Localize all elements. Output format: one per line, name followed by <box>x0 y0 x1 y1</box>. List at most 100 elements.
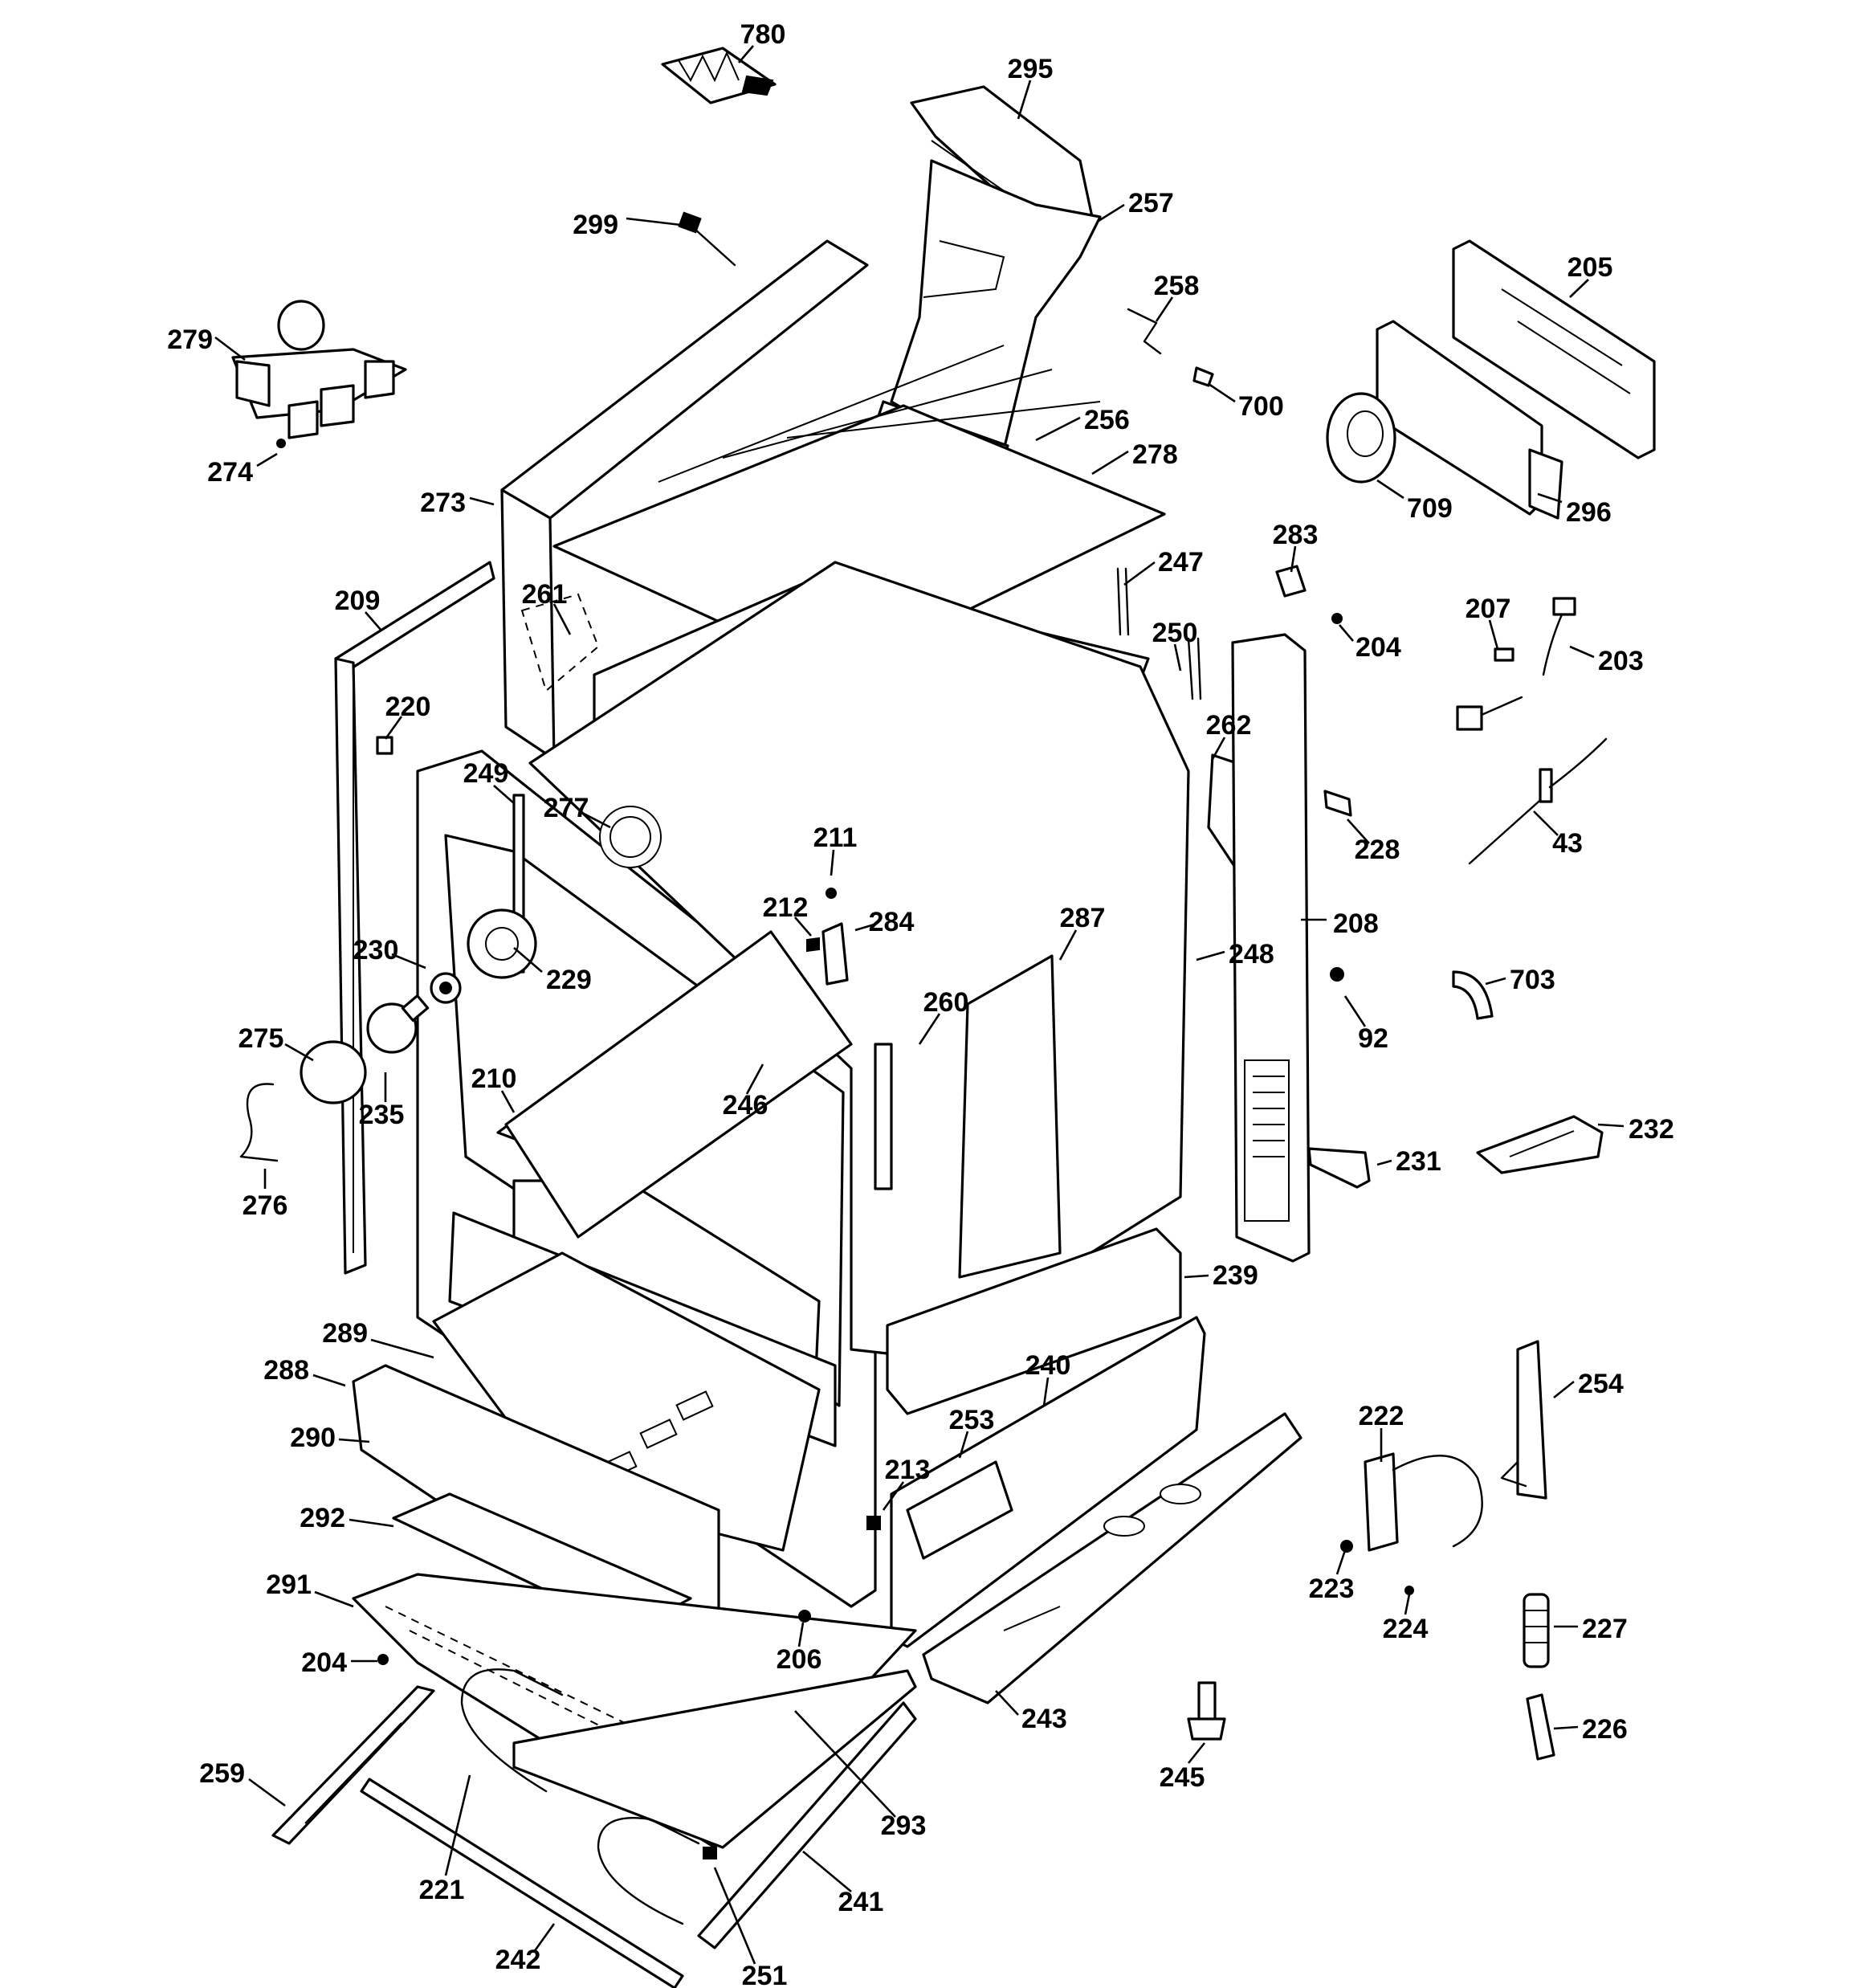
leader-line-221 <box>444 1774 471 1876</box>
part-204-screw-drawer <box>377 1654 389 1665</box>
part-number-label-210: 210 <box>471 1063 517 1094</box>
leader-line-262 <box>1211 737 1226 760</box>
callout-249: 249 <box>463 758 515 804</box>
leader-line-290 <box>338 1438 370 1443</box>
leader-line-299 <box>626 217 682 227</box>
leader-line-273 <box>469 496 495 506</box>
part-number-label-249: 249 <box>463 758 509 789</box>
leader-line-700 <box>1208 382 1236 403</box>
leader-line-780 <box>738 45 754 63</box>
part-plug <box>1456 696 1523 731</box>
part-287-side-panel <box>958 954 1062 1279</box>
part-709-collar <box>1326 392 1396 484</box>
part-number-label-243: 243 <box>1021 1704 1067 1734</box>
callout-287: 287 <box>1058 903 1105 961</box>
leader-line-204 <box>1339 624 1354 642</box>
callout-257: 257 <box>1098 188 1174 222</box>
part-232-burner-bracket <box>1476 1115 1604 1174</box>
callout-230: 230 <box>353 935 426 970</box>
part-number-label-258: 258 <box>1154 271 1200 301</box>
callout-251: 251 <box>713 1867 787 1988</box>
part-number-label-700: 700 <box>1238 391 1284 422</box>
part-number-label-246: 246 <box>723 1090 768 1121</box>
part-260-strip <box>874 1043 893 1190</box>
part-number-label-223: 223 <box>1309 1574 1355 1604</box>
part-number-label-207: 207 <box>1466 594 1511 624</box>
part-92-screw <box>1330 967 1344 982</box>
part-number-label-283: 283 <box>1273 520 1319 550</box>
callout-780: 780 <box>738 19 785 63</box>
part-number-label-228: 228 <box>1355 835 1400 865</box>
callout-208: 208 <box>1301 908 1379 939</box>
callout-43: 43 <box>1533 810 1583 859</box>
part-number-label-239: 239 <box>1213 1260 1258 1291</box>
callout-245: 245 <box>1160 1742 1206 1793</box>
leader-line-43 <box>1533 810 1559 836</box>
part-43-temp-sensor <box>1468 737 1608 865</box>
callout-229: 229 <box>513 947 592 995</box>
callout-290: 290 <box>290 1423 370 1453</box>
part-number-label-248: 248 <box>1229 939 1274 970</box>
part-number-label-261: 261 <box>522 579 568 610</box>
part-number-label-259: 259 <box>199 1758 245 1789</box>
part-number-label-275: 275 <box>238 1023 284 1054</box>
part-number-label-204: 204 <box>1355 632 1401 663</box>
leader-line-253 <box>958 1431 969 1459</box>
callout-295: 295 <box>1008 54 1053 120</box>
part-253-handle <box>906 1460 1013 1560</box>
part-number-label-240: 240 <box>1025 1350 1071 1381</box>
part-247-rod <box>1116 567 1130 636</box>
callout-210: 210 <box>471 1063 517 1113</box>
part-number-label-227: 227 <box>1582 1614 1628 1644</box>
part-number-label-226: 226 <box>1582 1714 1628 1745</box>
part-211-screw <box>826 888 837 899</box>
leader-line-258 <box>1155 296 1174 322</box>
callout-250: 250 <box>1152 618 1198 672</box>
part-number-label-221: 221 <box>419 1875 465 1905</box>
callout-273: 273 <box>420 488 495 518</box>
leader-line-287 <box>1058 929 1078 961</box>
part-227-spring <box>1523 1593 1550 1668</box>
leader-line-231 <box>1376 1159 1392 1166</box>
part-231-bracket <box>1307 1147 1371 1189</box>
part-223-pin <box>1340 1540 1353 1553</box>
leader-line-213 <box>882 1481 905 1511</box>
callout-254: 254 <box>1553 1369 1624 1399</box>
leader-line-703 <box>1485 977 1506 986</box>
part-number-label-208: 208 <box>1333 908 1379 939</box>
part-number-label-260: 260 <box>923 987 969 1018</box>
part-222-hinge <box>1364 1452 1483 1552</box>
callout-703: 703 <box>1485 965 1555 995</box>
callout-700: 700 <box>1208 382 1284 422</box>
part-number-label-274: 274 <box>207 457 253 488</box>
callout-220: 220 <box>384 692 430 740</box>
part-299-probe <box>678 211 736 267</box>
part-number-label-250: 250 <box>1152 618 1198 648</box>
callout-278: 278 <box>1091 439 1178 476</box>
part-number-label-289: 289 <box>322 1318 368 1349</box>
part-number-label-299: 299 <box>573 210 618 240</box>
part-number-label-232: 232 <box>1629 1114 1674 1145</box>
part-number-label-278: 278 <box>1132 439 1178 470</box>
part-245-leveling-leg <box>1187 1681 1226 1741</box>
part-number-label-256: 256 <box>1084 405 1130 435</box>
callout-243: 243 <box>995 1690 1067 1734</box>
leader-line-246 <box>745 1063 764 1095</box>
part-number-label-709: 709 <box>1407 493 1453 524</box>
leader-line-277 <box>581 811 611 829</box>
leader-line-232 <box>1597 1123 1625 1128</box>
callout-221: 221 <box>419 1774 471 1905</box>
leader-line-92 <box>1343 995 1367 1027</box>
part-number-label-292: 292 <box>300 1503 345 1533</box>
callout-277: 277 <box>544 793 611 829</box>
leader-line-288 <box>312 1374 346 1387</box>
callout-296: 296 <box>1537 492 1612 528</box>
leader-line-261 <box>552 603 572 635</box>
part-203-wire-harness <box>1542 597 1576 676</box>
callout-284: 284 <box>854 907 914 937</box>
part-number-label-224: 224 <box>1383 1614 1429 1644</box>
part-235-bulb <box>366 994 430 1054</box>
part-number-label-257: 257 <box>1128 188 1174 218</box>
leader-line-296 <box>1537 492 1563 504</box>
part-number-label-212: 212 <box>763 892 809 923</box>
